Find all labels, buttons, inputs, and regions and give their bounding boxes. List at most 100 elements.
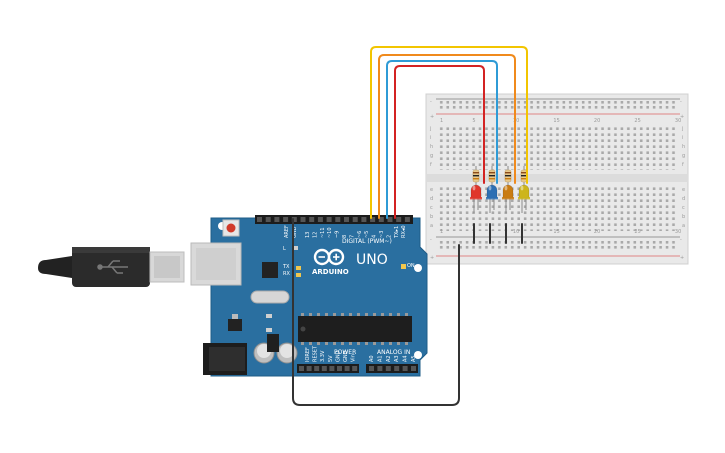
header-pin[interactable] <box>300 217 306 222</box>
row-letter: f <box>682 162 684 168</box>
rail-minus-label-right: - <box>680 99 682 105</box>
header-pin[interactable] <box>329 366 335 371</box>
led-blue[interactable] <box>486 184 498 199</box>
power-header[interactable] <box>297 364 359 373</box>
header-pin[interactable] <box>257 217 262 222</box>
led-orange[interactable] <box>502 184 514 199</box>
header-pin[interactable] <box>361 217 367 222</box>
dc-power-jack <box>203 343 247 375</box>
digital-pin-label: 2 <box>386 235 392 238</box>
header-pin[interactable] <box>378 217 384 222</box>
infinity-logo-icon <box>313 248 345 266</box>
header-pin[interactable] <box>377 366 383 371</box>
gnd-label: GND <box>292 226 298 238</box>
header-pin[interactable] <box>402 366 408 371</box>
header-pin[interactable] <box>337 366 342 371</box>
digital-header[interactable] <box>255 215 413 224</box>
row-letter: i <box>682 135 683 141</box>
header-pin[interactable] <box>299 366 304 371</box>
brand-label: ARDUINO <box>312 268 349 276</box>
digital-pin-label: 8 <box>342 235 348 238</box>
header-pin[interactable] <box>314 366 320 371</box>
header-pin[interactable] <box>335 217 341 222</box>
header-pin[interactable] <box>370 217 376 222</box>
top-power-rail: - + - + <box>430 98 684 120</box>
wire-orange[interactable] <box>378 54 516 219</box>
header-pin[interactable] <box>396 217 402 222</box>
analog-pin-label: A3 <box>394 355 400 362</box>
header-pin[interactable] <box>283 217 289 222</box>
header-pin[interactable] <box>321 366 327 371</box>
header-pin[interactable] <box>344 217 349 222</box>
column-number: 30 <box>675 118 681 124</box>
icsp-header <box>267 334 279 352</box>
row-letter: g <box>430 153 433 159</box>
rail-plus-label-right: + <box>680 114 684 120</box>
row-letter: d <box>430 196 433 202</box>
header-pin[interactable] <box>291 217 297 222</box>
reset-button[interactable] <box>222 219 240 237</box>
row-letter: h <box>682 144 685 150</box>
header-pin[interactable] <box>387 217 393 222</box>
wire-blue[interactable] <box>386 60 498 219</box>
header-pin[interactable] <box>404 217 410 222</box>
header-pin[interactable] <box>352 366 358 371</box>
tx-led-label: TX <box>282 264 290 270</box>
header-pin[interactable] <box>369 366 374 371</box>
header-pin[interactable] <box>317 217 323 222</box>
wires <box>292 46 528 406</box>
digital-pin-label: 13 <box>305 232 311 238</box>
analog-pin-label: A4 <box>403 355 409 362</box>
header-pin[interactable] <box>344 366 350 371</box>
column-number: 5 <box>472 118 475 124</box>
header-pin[interactable] <box>385 366 391 371</box>
header-pin[interactable] <box>274 217 280 222</box>
row-letter: h <box>430 144 433 150</box>
led-yellow[interactable] <box>518 184 530 199</box>
power-pin-label: RESET <box>313 345 319 362</box>
row-letter: b <box>682 214 685 220</box>
header-pin[interactable] <box>411 366 416 371</box>
header-pin[interactable] <box>352 217 358 222</box>
column-number: 1 <box>440 229 443 235</box>
row-letter: c <box>430 205 433 211</box>
bottom-rail-minus-label-right: - <box>680 237 682 243</box>
model-label: UNO <box>356 252 388 268</box>
analog-pin-label: A1 <box>377 355 383 362</box>
usb-cable[interactable] <box>38 247 185 287</box>
digital-pin-label: 4 <box>372 235 378 238</box>
row-letter: e <box>430 187 433 193</box>
header-pin[interactable] <box>394 366 400 371</box>
led-red[interactable] <box>470 184 482 199</box>
header-pin[interactable] <box>265 217 271 222</box>
analog-pin-label: A5 <box>411 355 417 362</box>
column-number: 15 <box>553 229 559 235</box>
usb-controller-chip <box>262 262 278 278</box>
header-pin[interactable] <box>326 217 332 222</box>
column-number: 10 <box>513 118 519 124</box>
row-letter: i <box>430 135 431 141</box>
analog-header[interactable] <box>366 364 418 373</box>
wire-red[interactable] <box>394 65 485 219</box>
digital-pin-label: ~10 <box>327 227 333 238</box>
digital-header-label: DIGITAL (PWM~) <box>342 238 392 245</box>
l-led-label: L <box>283 246 286 252</box>
voltage-regulator <box>228 319 242 331</box>
led-array <box>470 166 530 213</box>
column-number: 30 <box>675 229 681 235</box>
wire-yellow[interactable] <box>370 46 528 219</box>
digital-pin-label: ~9 <box>335 231 341 238</box>
digital-pin-label: 12 <box>312 232 318 238</box>
digital-pin-label: ~5 <box>364 231 370 238</box>
header-pin[interactable] <box>306 366 312 371</box>
header-pin[interactable] <box>309 217 315 222</box>
wire-ground[interactable] <box>292 218 460 406</box>
bottom-rail-plus-label: + <box>430 255 434 261</box>
